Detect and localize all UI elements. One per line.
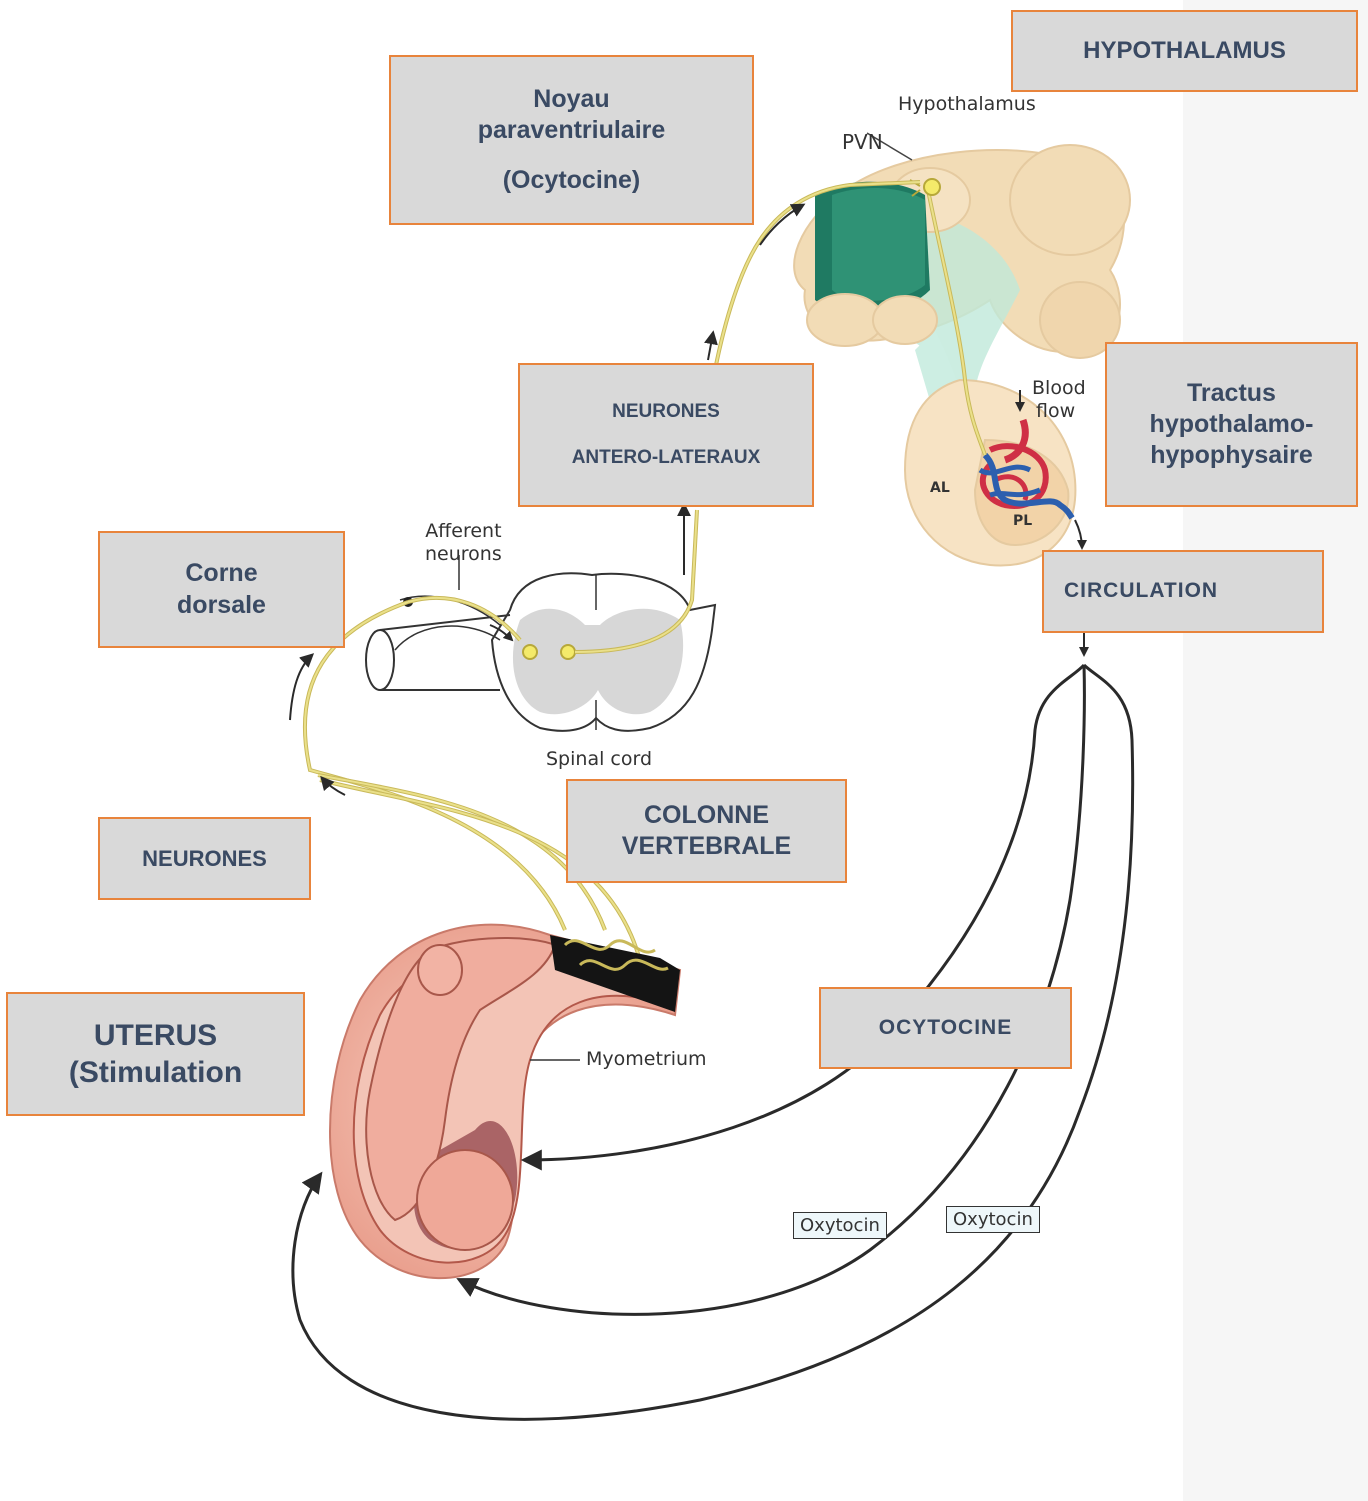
box-hypothalamus: HYPOTHALAMUS: [1011, 10, 1358, 92]
afferent-neurons-label: Afferent neurons: [425, 520, 502, 566]
myometrium-label: Myometrium: [586, 1048, 707, 1071]
box-uterus-line2: (Stimulation: [69, 1054, 242, 1092]
box-noyau-paraventriculaire: Noyau paraventriulaire (Ocytocine): [389, 55, 754, 225]
box-neurones-al-line2: ANTERO-LATERAUX: [572, 446, 761, 470]
box-colonne-vertebrale: COLONNE VERTEBRALE: [566, 779, 847, 883]
box-corne-line1: Corne: [185, 558, 257, 589]
box-noyau-line2: paraventriulaire: [478, 115, 666, 146]
box-circulation-text: CIRCULATION: [1064, 578, 1218, 604]
pvn-label: PVN: [842, 130, 883, 154]
spinal-cord-illustration: [366, 510, 715, 731]
box-neurones: NEURONES: [98, 817, 311, 900]
oxytocin-tag-2: Oxytocin: [946, 1206, 1040, 1233]
box-neurones-al-line1: NEURONES: [612, 400, 720, 424]
uterus-illustration: [330, 925, 680, 1278]
box-neurones-antero-lateraux: NEURONES ANTERO-LATERAUX: [518, 363, 814, 507]
box-uterus-line1: UTERUS: [94, 1017, 217, 1055]
box-noyau-line3: (Ocytocine): [503, 165, 641, 196]
box-uterus: UTERUS (Stimulation: [6, 992, 305, 1116]
box-corne-dorsale: Corne dorsale: [98, 531, 345, 648]
box-tractus-line2: hypothalamo-: [1150, 409, 1314, 440]
box-colonne-line2: VERTEBRALE: [622, 831, 791, 862]
spinal-cord-label: Spinal cord: [546, 748, 652, 771]
box-hypothalamus-text: HYPOTHALAMUS: [1083, 36, 1286, 66]
box-colonne-line1: COLONNE: [644, 800, 769, 831]
box-noyau-line1: Noyau: [533, 84, 609, 115]
blood-flow-label: Blood flow: [1032, 377, 1086, 423]
box-ocytocine: OCYTOCINE: [819, 987, 1072, 1069]
box-tractus: Tractus hypothalamo- hypophysaire: [1105, 342, 1358, 507]
oxytocin-tag-1: Oxytocin: [793, 1212, 887, 1239]
box-tractus-line3: hypophysaire: [1150, 440, 1313, 471]
posterior-lobe-label: PL: [1013, 513, 1032, 530]
box-tractus-line1: Tractus: [1187, 378, 1276, 409]
blood-flow-line2: flow: [1036, 400, 1086, 423]
box-neurones-text: NEURONES: [142, 845, 267, 873]
box-ocytocine-text: OCYTOCINE: [879, 1015, 1012, 1041]
box-circulation: CIRCULATION: [1042, 550, 1324, 633]
afferent-line2: neurons: [425, 543, 502, 566]
hypothalamus-label: Hypothalamus: [898, 93, 1036, 116]
blood-flow-line1: Blood: [1032, 377, 1086, 400]
anterior-lobe-label: AL: [930, 480, 950, 497]
afferent-line1: Afferent: [425, 520, 502, 543]
box-corne-line2: dorsale: [177, 590, 266, 621]
